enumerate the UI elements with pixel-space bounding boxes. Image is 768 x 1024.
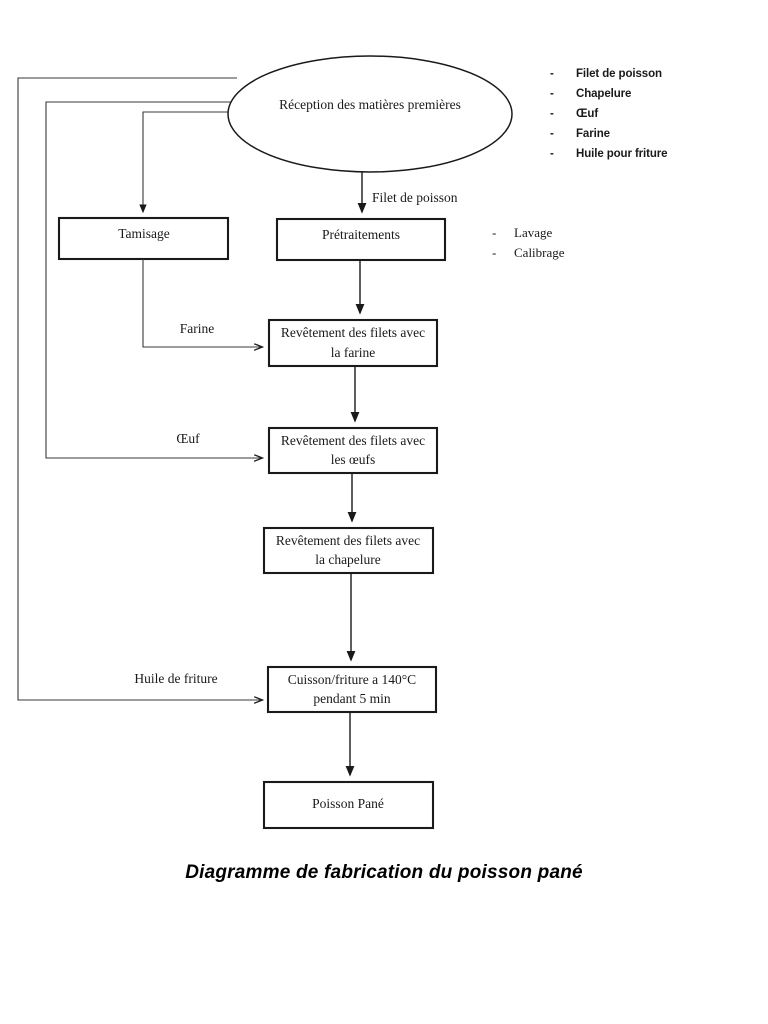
legend-matieres-label-0: Filet de poisson	[576, 68, 662, 80]
node-pretraitements-label: Prétraitements	[322, 227, 400, 242]
legend-matieres-item-0: - Filet de poisson	[550, 64, 662, 84]
legend-matieres-item-3: - Farine	[550, 124, 610, 144]
node-revetement-farine-shape	[267, 318, 439, 368]
legend-matieres-label-2: Œuf	[576, 108, 599, 120]
feedback-line-oeuf	[45, 101, 262, 458]
node-poisson-pane-shape	[262, 780, 435, 830]
feedback-line-huile	[17, 77, 262, 700]
node-reception-label: Réception des matières premières	[279, 97, 461, 112]
node-revetement-farine-label-line1: Revêtement des filets avec	[281, 325, 425, 340]
legend-pretraitements-item-0: - Lavage	[492, 223, 552, 243]
node-revetement-oeufs-shape	[267, 426, 439, 475]
legend-bullet-icon: -	[550, 68, 554, 80]
legend-matieres-item-1: - Chapelure	[550, 84, 631, 104]
node-poisson-pane-label: Poisson Pané	[312, 796, 384, 811]
legend-matieres-item-2: - Œuf	[550, 104, 598, 124]
node-tamisage-label: Tamisage	[118, 226, 170, 241]
legend-pretraitements-label-0: Lavage	[514, 225, 553, 240]
feedback-line-tamisage	[143, 111, 229, 212]
legend-pretraitements-label-1: Calibrage	[514, 245, 565, 260]
edge-label-huile-de-friture: Huile de friture	[134, 671, 217, 686]
node-cuisson-shape	[266, 665, 438, 714]
node-revetement-chapelure-shape	[262, 526, 435, 575]
node-revetement-oeufs-label-line2: les œufs	[331, 452, 376, 467]
legend-matieres-item-4: - Huile pour friture	[550, 144, 668, 164]
node-revetement-chapelure-label-line2: la chapelure	[315, 552, 381, 567]
legend-bullet-icon: -	[492, 245, 497, 260]
edge-label-farine: Farine	[180, 321, 215, 336]
legend-matieres-label-1: Chapelure	[576, 88, 632, 100]
node-cuisson-label-line2: pendant 5 min	[313, 691, 390, 706]
legend-bullet-icon: -	[550, 108, 554, 120]
legend-bullet-icon: -	[550, 148, 554, 160]
node-revetement-chapelure-label-line1: Revêtement des filets avec	[276, 533, 420, 548]
node-cuisson-label-line1: Cuisson/friture a 140°C	[288, 672, 416, 687]
legend-pretraitements-item-1: - Calibrage	[492, 243, 565, 263]
legend-bullet-icon: -	[492, 225, 497, 240]
node-reception-shape	[227, 55, 513, 173]
node-revetement-oeufs-label-line1: Revêtement des filets avec	[281, 433, 425, 448]
legend-bullet-icon: -	[550, 128, 554, 140]
node-pretraitements-shape	[275, 217, 447, 262]
legend-matieres-label-3: Farine	[576, 128, 610, 140]
legend-matieres-label-4: Huile pour friture	[576, 148, 668, 160]
edge-label-oeuf: Œuf	[176, 431, 200, 446]
arrow-tamisage-to-farine	[142, 259, 262, 347]
legend-bullet-icon: -	[550, 88, 554, 100]
edge-label-filet-de-poisson: Filet de poisson	[372, 190, 458, 205]
node-revetement-farine-label-line2: la farine	[331, 345, 376, 360]
diagram-caption: Diagramme de fabrication du poisson pané	[185, 862, 583, 883]
